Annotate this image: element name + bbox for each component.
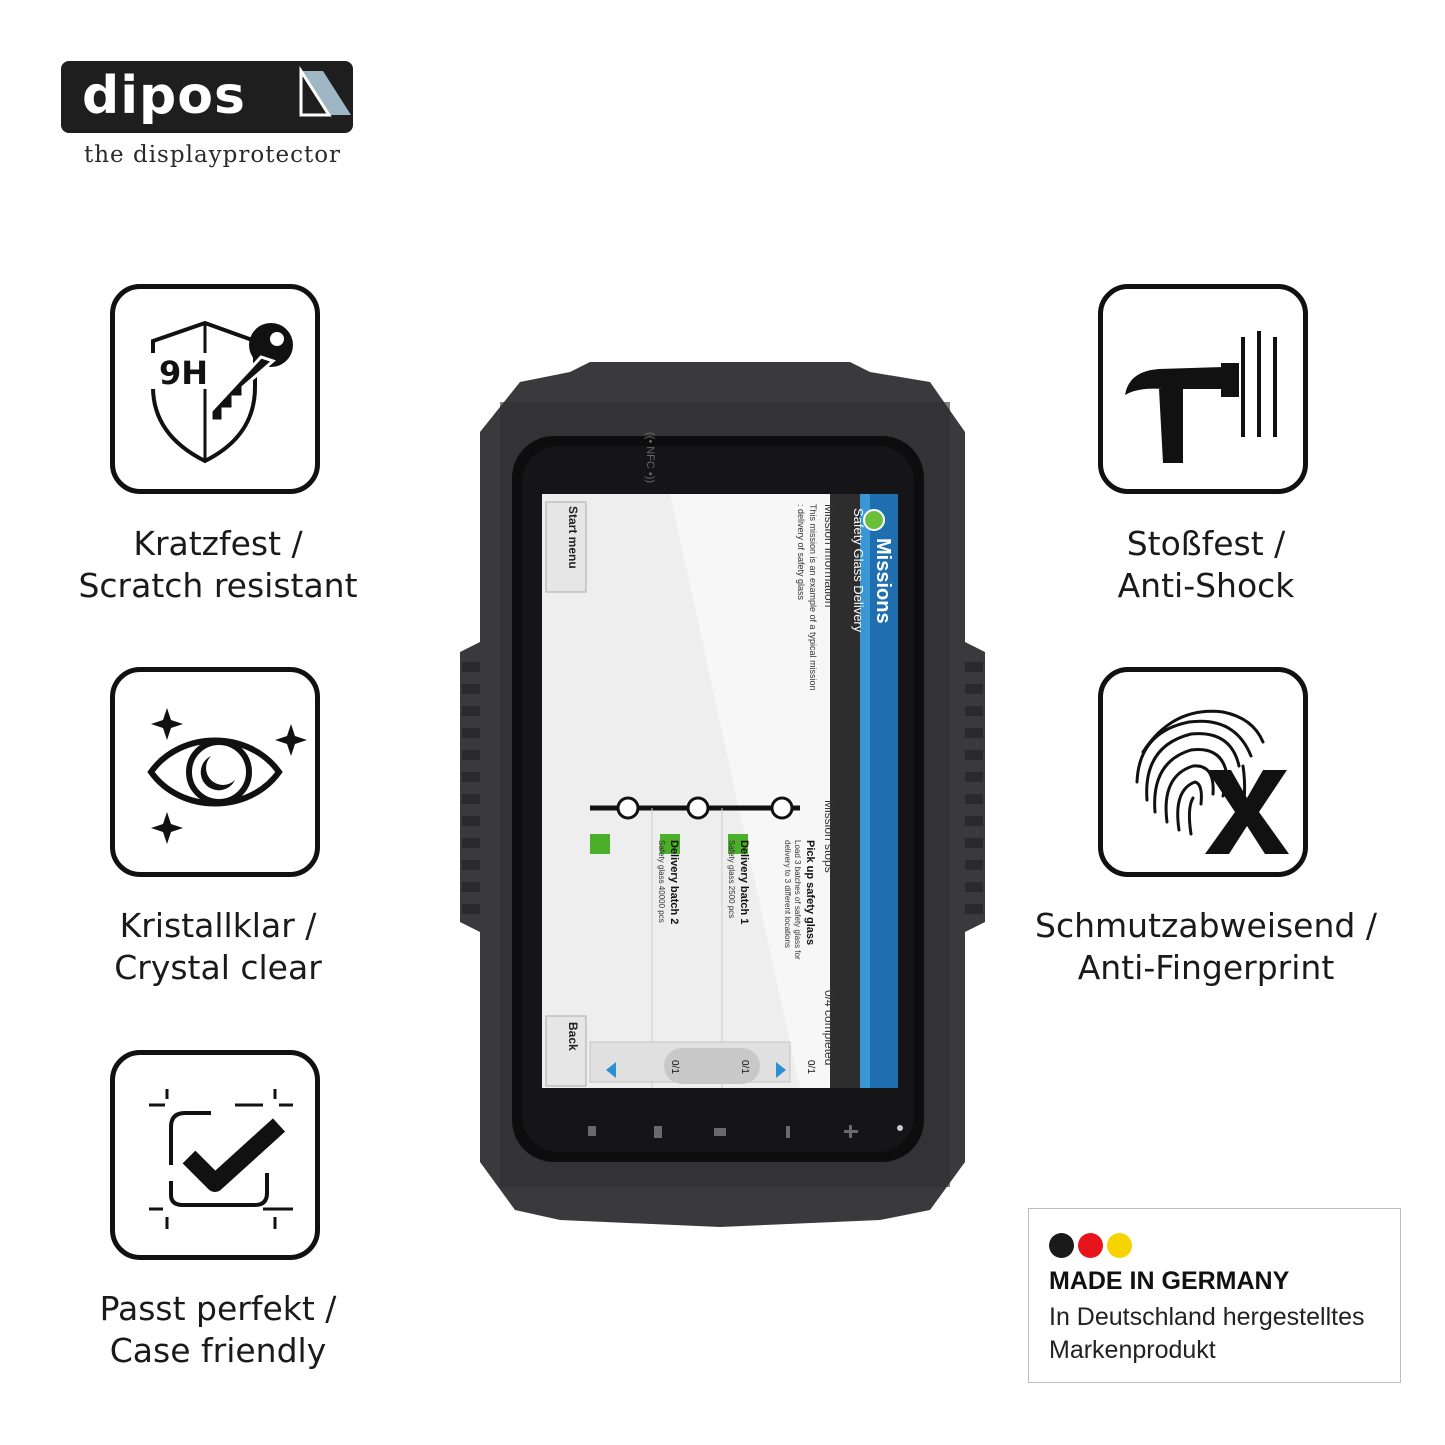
feature-caption-fingerprint: Schmutzabweisend / Anti-Fingerprint (1035, 906, 1377, 987)
feature-caption-case: Passt perfekt / Case friendly (99, 1289, 337, 1370)
start-menu-button[interactable]: Start menu (566, 506, 580, 569)
rugged-tablet-device: Missions Safety Glass Delivery Mission i… (460, 362, 985, 1227)
feature-caption-scratch: Kratzfest / Scratch resistant (78, 524, 358, 605)
feature-tile-scratch: 9H (110, 284, 320, 494)
hardness-badge: 9H (159, 354, 208, 392)
check-frame-icon (149, 1089, 293, 1229)
feature-caption-clear: Kristallklar / Crystal clear (114, 906, 322, 987)
feature-tile-fingerprint (1098, 667, 1308, 877)
device-illustration (460, 362, 985, 1227)
flag-dot-red (1078, 1233, 1103, 1258)
app-header-title: Missions (872, 538, 894, 624)
feature-caption-shock: Stoßfest / Anti-Shock (1117, 524, 1295, 605)
mission-stops-title: Mission stops (822, 800, 836, 873)
made-in-germany-title: MADE IN GERMANY (1049, 1267, 1290, 1295)
mission-info-text-1: This mission is an example of a typical … (808, 504, 818, 691)
flag-dot-gold (1107, 1233, 1132, 1258)
mission-stops-status: 0/4 completed (822, 990, 836, 1066)
flag-dot-black (1049, 1233, 1074, 1258)
fingerprint-cross-icon (1135, 709, 1289, 854)
made-in-germany-badge: MADE IN GERMANY In Deutschland hergestel… (1028, 1208, 1401, 1383)
app-subheader: Safety Glass Delivery (851, 508, 866, 633)
page-corner-icon (299, 65, 351, 117)
mission-info-text-2: : delivery of safety glass (796, 504, 806, 601)
nfc-label: ((• NFC •)) (644, 432, 656, 484)
shield-key-9h-icon: 9H (151, 320, 293, 464)
hammer-icon (1125, 331, 1277, 463)
feature-tile-shock (1098, 284, 1308, 494)
mission-info-title: Mission information (822, 504, 836, 608)
brand-tagline: the displayprotector (84, 142, 342, 168)
brand-name: dipos (82, 66, 246, 126)
feature-tile-case (110, 1050, 320, 1260)
made-in-germany-subtitle: In Deutschland hergestelltes Markenprodu… (1049, 1303, 1365, 1364)
brand-logo (61, 61, 353, 133)
feature-tile-clear (110, 667, 320, 877)
eye-sparkle-icon (147, 708, 307, 844)
tablet-screen: Missions Safety Glass Delivery Mission i… (566, 504, 894, 1074)
back-button[interactable]: Back (566, 1022, 580, 1051)
